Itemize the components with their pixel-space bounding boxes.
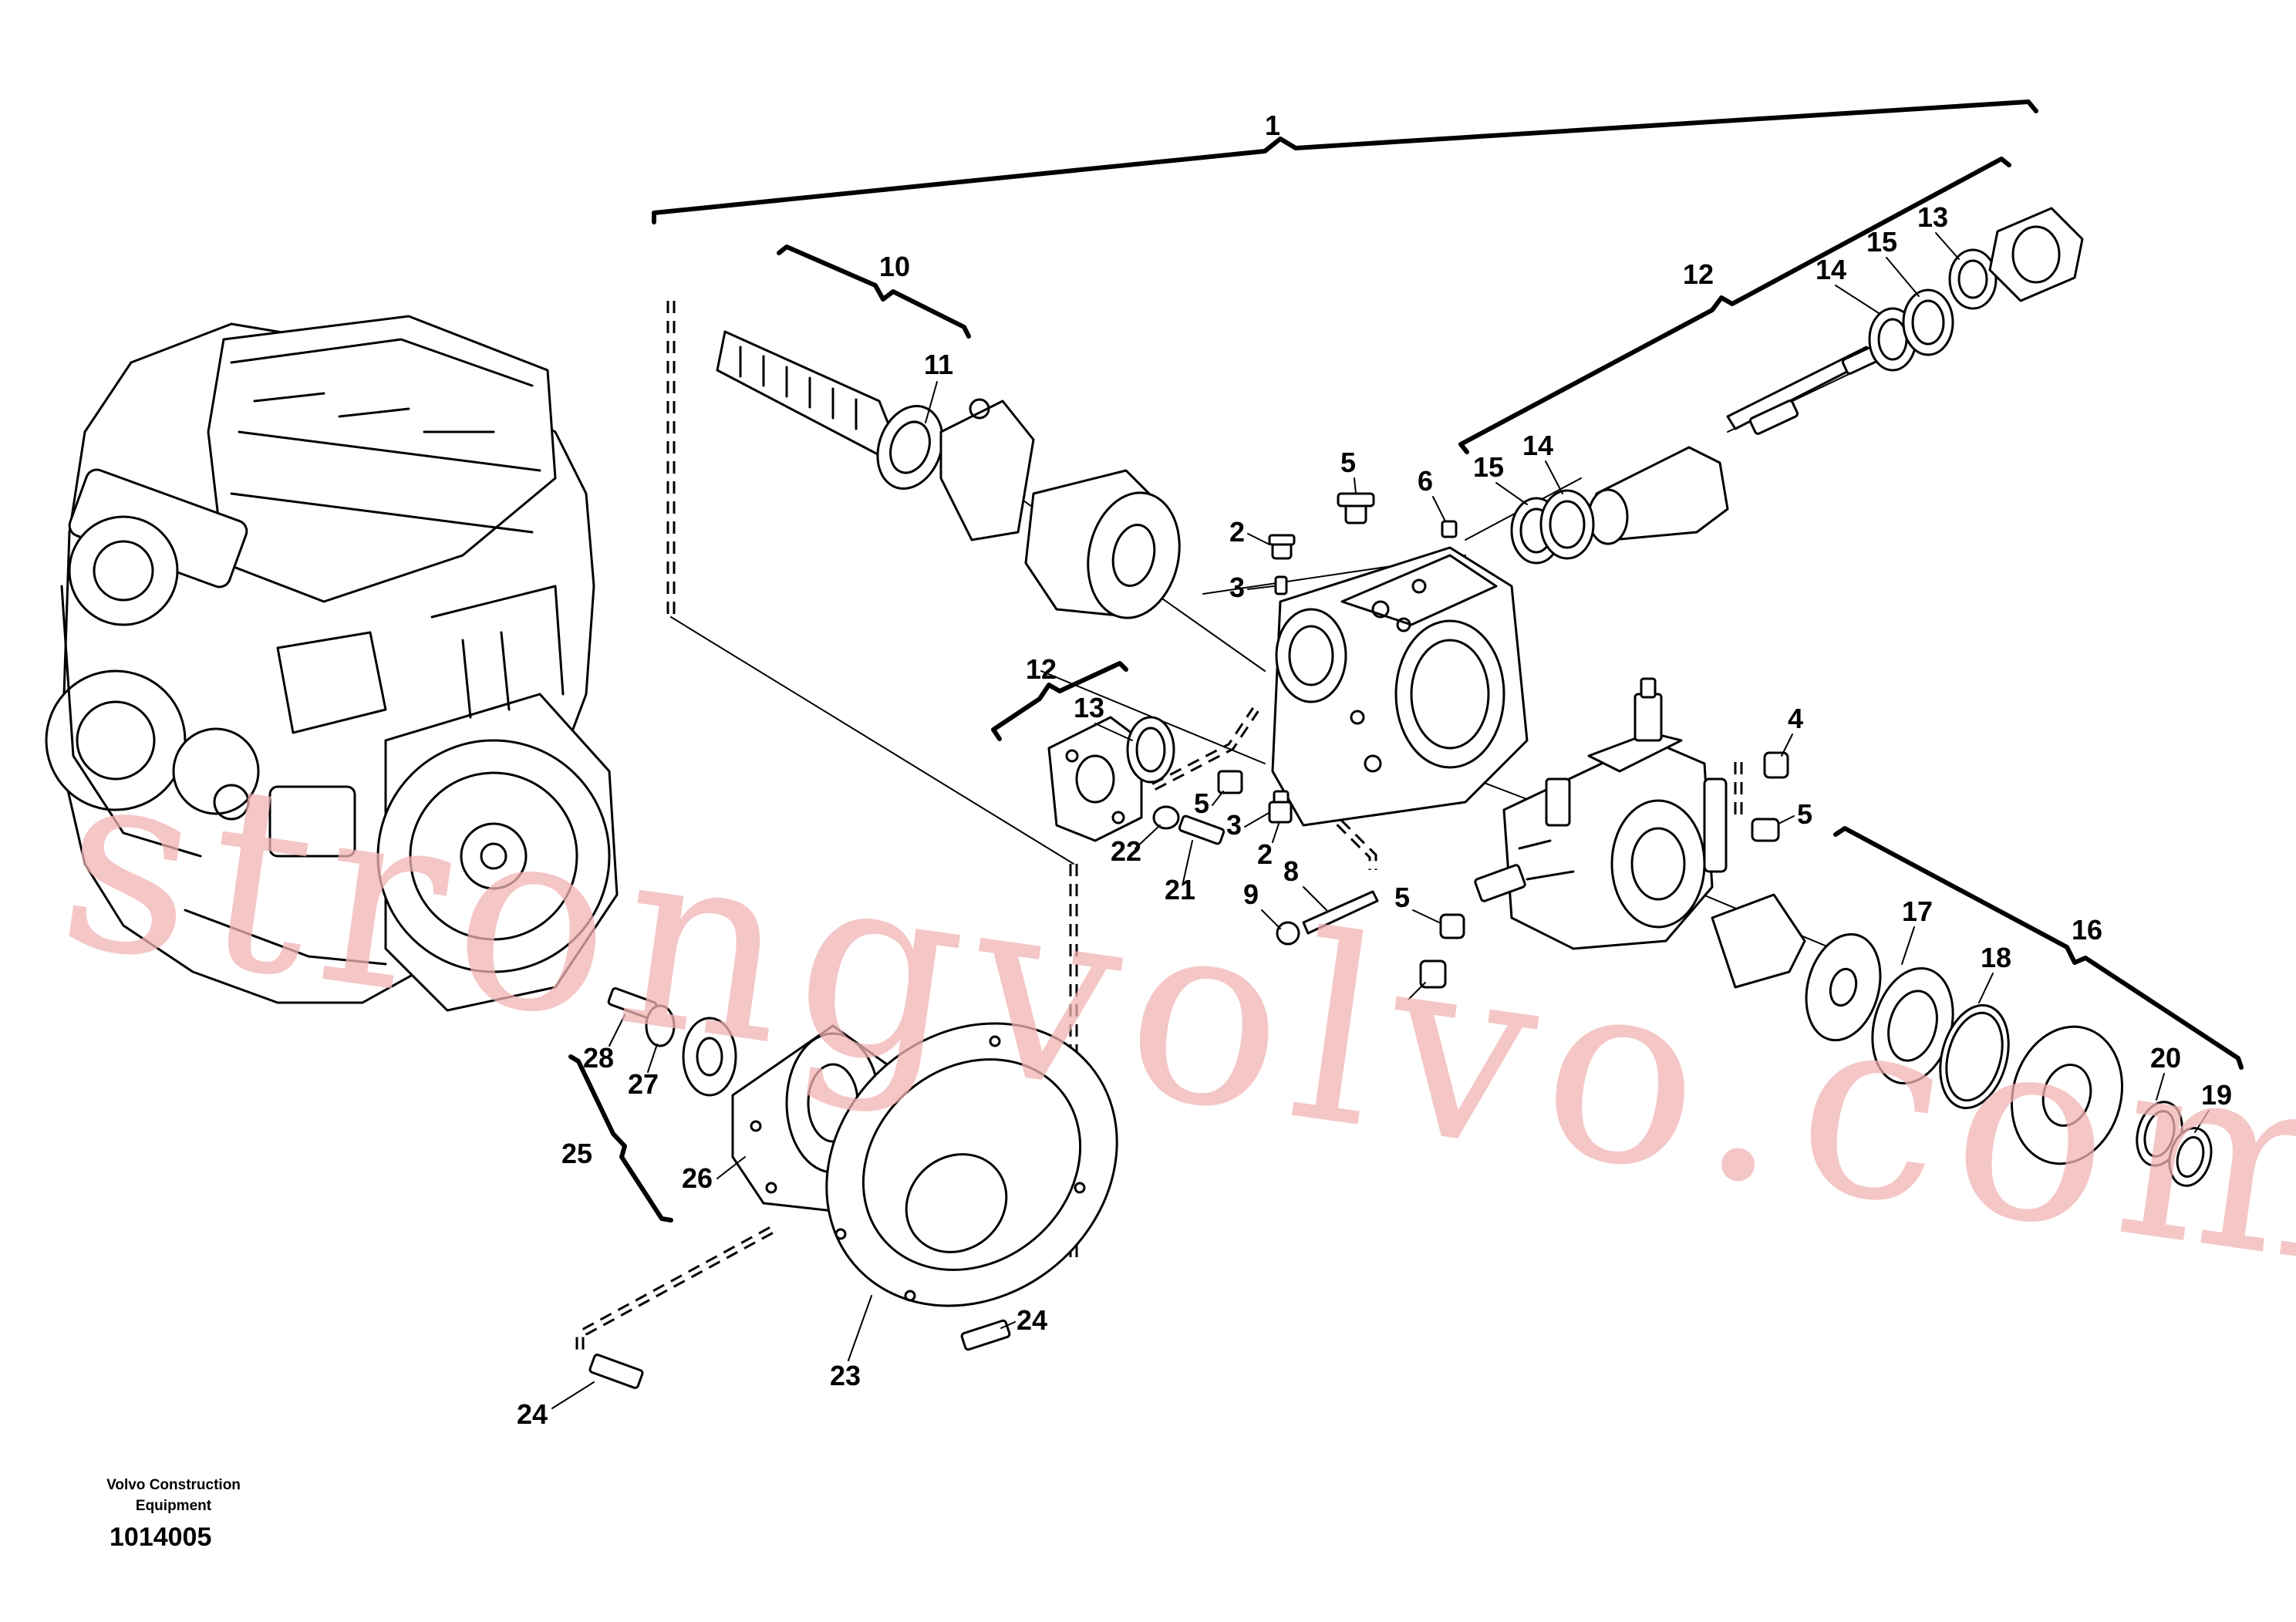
callout-5-bottom: 5 — [1394, 882, 1410, 913]
callout-9: 9 — [1243, 878, 1259, 910]
callout-27: 27 — [628, 1068, 659, 1100]
bracket-12-top — [1458, 157, 2011, 454]
callout-10: 10 — [879, 251, 910, 282]
bracket-10 — [777, 244, 971, 339]
callout-2-top: 2 — [1229, 516, 1245, 548]
callout-12-top: 12 — [1683, 258, 1714, 290]
callout-17: 17 — [1902, 895, 1933, 927]
callout-15-right: 15 — [1866, 226, 1897, 258]
small-fittings-mid — [1268, 790, 1379, 946]
callout-1: 1 — [1265, 110, 1280, 141]
company-name: Volvo Construction Equipment — [46, 1475, 301, 1516]
coupling-assembly — [588, 987, 1118, 1389]
control-valve — [1474, 677, 1728, 950]
callout-19: 19 — [2201, 1079, 2232, 1111]
bracket-16 — [1833, 826, 2244, 1070]
callout-2-mid: 2 — [1257, 838, 1273, 870]
callout-16: 16 — [2072, 914, 2102, 946]
callout-6: 6 — [1418, 465, 1433, 497]
charge-pump-assembly — [1711, 893, 2213, 1187]
callout-15-mid: 15 — [1473, 451, 1504, 483]
callout-11: 11 — [924, 349, 953, 380]
callout-25: 25 — [561, 1138, 592, 1169]
company-line-2: Equipment — [135, 1498, 212, 1514]
drive-shaft-assembly — [716, 330, 1181, 619]
callout-14-right: 14 — [1816, 254, 1846, 285]
callout-4: 4 — [1788, 703, 1803, 734]
callout-24-right: 24 — [1017, 1304, 1047, 1336]
callout-18: 18 — [1981, 942, 2011, 973]
bracket-1 — [652, 99, 2038, 224]
callout-21: 21 — [1165, 874, 1195, 905]
callout-5-right: 5 — [1797, 798, 1812, 830]
callout-5-top: 5 — [1340, 447, 1356, 478]
pump-housing — [1271, 546, 1529, 827]
callout-13-right: 13 — [1917, 201, 1948, 233]
company-line-1: Volvo Construction — [106, 1477, 241, 1493]
callout-20: 20 — [2150, 1042, 2181, 1074]
small-fittings-right — [1419, 751, 1789, 989]
bracket-25 — [568, 1054, 673, 1222]
callout-24-left: 24 — [517, 1398, 548, 1430]
piston-spool-group — [1510, 207, 2084, 565]
callout-22: 22 — [1111, 835, 1141, 867]
callout-3-top: 3 — [1229, 572, 1245, 603]
callout-3-mid: 3 — [1226, 809, 1242, 841]
watermark-text: strongvolvo.com — [46, 707, 2296, 1325]
callout-8: 8 — [1283, 855, 1299, 887]
callout-14-mid: 14 — [1522, 430, 1553, 461]
callout-13-left: 13 — [1074, 692, 1104, 723]
bracket-12-left — [991, 661, 1128, 741]
callout-12-left: 12 — [1026, 653, 1057, 685]
callout-23: 23 — [830, 1360, 861, 1391]
callout-26: 26 — [682, 1162, 713, 1194]
document-number: 1014005 — [110, 1523, 212, 1552]
engine-illustration — [45, 315, 619, 1012]
callout-28: 28 — [583, 1042, 614, 1074]
callout-5-mid: 5 — [1194, 787, 1209, 819]
end-cover-assembly — [1047, 716, 1243, 845]
